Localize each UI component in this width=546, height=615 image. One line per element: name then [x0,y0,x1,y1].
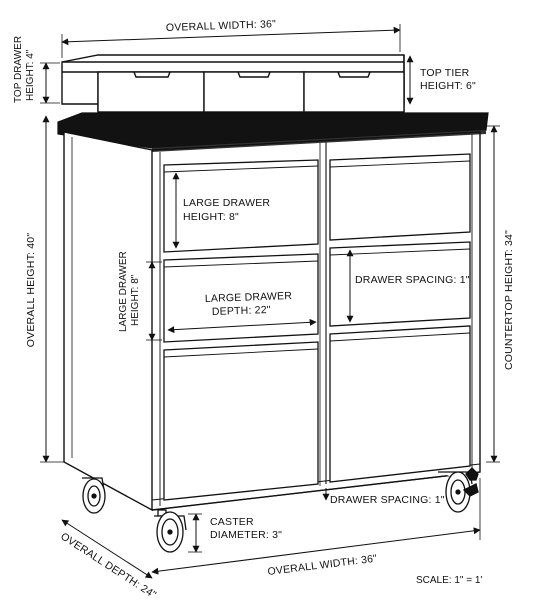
drawer-right-3 [329,325,471,483]
label-caster-2: DIAMETER: 3" [210,529,282,541]
label-caster-1: CASTER [210,516,254,528]
svg-text:LARGE DRAWER: LARGE DRAWER [118,251,129,332]
drawer-left-1 [163,159,319,253]
label-drawer-spacing-bottom: DRAWER SPACING: 1" [330,494,445,506]
label-large-drawer-depth-2: DEPTH: 22" [212,304,271,318]
label-countertop-height: COUNTERTOP HEIGHT: 34" [503,230,515,370]
label-top-drawer-height: TOP DRAWER HEIGHT: 4" [13,36,36,103]
svg-text:HEIGHT: 8": HEIGHT: 8" [130,274,141,326]
label-large-drawer-depth-1: LARGE DRAWER [205,290,293,305]
caster-back-left [82,477,106,514]
label-overall-width-bottom: OVERALL WIDTH: 36" [267,553,378,578]
svg-text:TOP DRAWER: TOP DRAWER [13,36,24,103]
label-large-drawer-height-1: LARGE DRAWER [183,197,270,209]
drawer-right-1 [329,153,471,241]
caster-front-right [438,467,479,513]
label-overall-height: OVERALL HEIGHT: 40" [25,233,37,348]
drawer-left-3 [163,341,319,501]
label-large-drawer-height-left: LARGE DRAWER HEIGHT: 8" [118,251,141,332]
top-drawer-handle-2 [237,71,271,78]
label-overall-width-top: OVERALL WIDTH: 36" [166,18,277,34]
cabinet-body [63,131,481,512]
label-top-tier-2: HEIGHT: 6" [420,80,476,92]
caster-front-left [154,509,187,553]
label-scale: SCALE: 1" = 1' [416,575,482,586]
svg-text:HEIGHT: 4": HEIGHT: 4" [25,49,36,101]
drawer-right-2 [329,241,471,327]
dimension-lines [40,24,500,579]
label-top-tier-1: TOP TIER [420,67,470,79]
label-overall-depth: OVERALL DEPTH: 24" [58,530,158,601]
top-drawer-handle-3 [337,71,371,78]
top-tier [61,54,405,113]
label-drawer-spacing-mid: DRAWER SPACING: 1" [355,274,470,286]
right-drawers [329,153,471,483]
top-drawer-handle-1 [133,71,171,78]
label-large-drawer-height-2: HEIGHT: 8" [183,211,239,223]
